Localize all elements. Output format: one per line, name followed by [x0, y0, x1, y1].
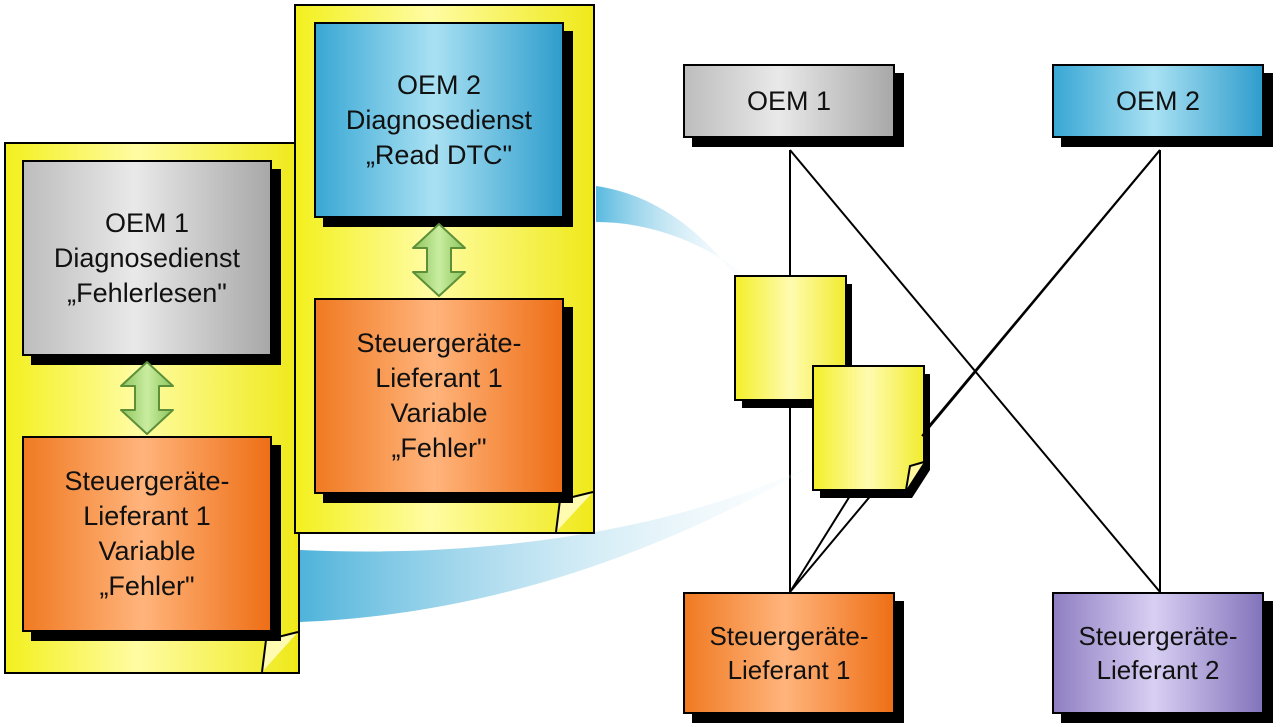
left-double-arrow-icon: [120, 361, 174, 435]
middle-oem-name: OEM 2: [396, 69, 482, 100]
network-oem1-box: OEM 1: [683, 64, 895, 138]
left-oem-name: OEM 1: [104, 207, 190, 238]
middle-supplier-box: Steuergeräte- Lieferant 1 Variable „Fehl…: [314, 298, 564, 494]
connector-left-to-note: [300, 428, 876, 622]
network-supplier2-line2: Lieferant 2: [1096, 655, 1220, 685]
middle-oem-service-box: OEM 2 Diagnosedienst „Read DTC": [314, 22, 564, 218]
left-service-name: „Fehlerlesen": [67, 277, 227, 308]
connector-middle-to-note: [596, 186, 765, 322]
middle-supplier-line1: Steuergeräte-: [356, 328, 522, 358]
network-oem2-box: OEM 2: [1052, 64, 1264, 138]
left-supplier-box: Steuergeräte- Lieferant 1 Variable „Fehl…: [22, 436, 272, 632]
left-service-label: Diagnosedienst: [53, 242, 241, 273]
left-supplier-line4: „Fehler": [99, 571, 195, 601]
middle-service-name: „Read DTC": [365, 139, 513, 170]
left-oem-service-box: OEM 1 Diagnosedienst „Fehlerlesen": [22, 160, 272, 356]
left-supplier-line3: Variable: [98, 536, 196, 566]
network-supplier2-line1: Steuergeräte-: [1078, 621, 1238, 651]
middle-double-arrow-icon: [412, 223, 466, 297]
middle-supplier-line2: Lieferant 1: [375, 363, 503, 393]
left-supplier-line1: Steuergeräte-: [64, 466, 230, 496]
network-supplier1-line2: Lieferant 1: [727, 655, 851, 685]
middle-service-label: Diagnosedienst: [345, 104, 533, 135]
network-supplier1-box: Steuergeräte- Lieferant 1: [683, 592, 895, 714]
left-supplier-line2: Lieferant 1: [83, 501, 211, 531]
middle-supplier-line4: „Fehler": [391, 433, 487, 463]
note-page-2: [812, 365, 930, 498]
middle-supplier-line3: Variable: [390, 398, 488, 428]
network-supplier2-box: Steuergeräte- Lieferant 2: [1052, 592, 1264, 714]
network-oem2-label: OEM 2: [1115, 85, 1201, 116]
network-oem1-label: OEM 1: [746, 85, 832, 116]
network-supplier1-line1: Steuergeräte-: [709, 621, 869, 651]
